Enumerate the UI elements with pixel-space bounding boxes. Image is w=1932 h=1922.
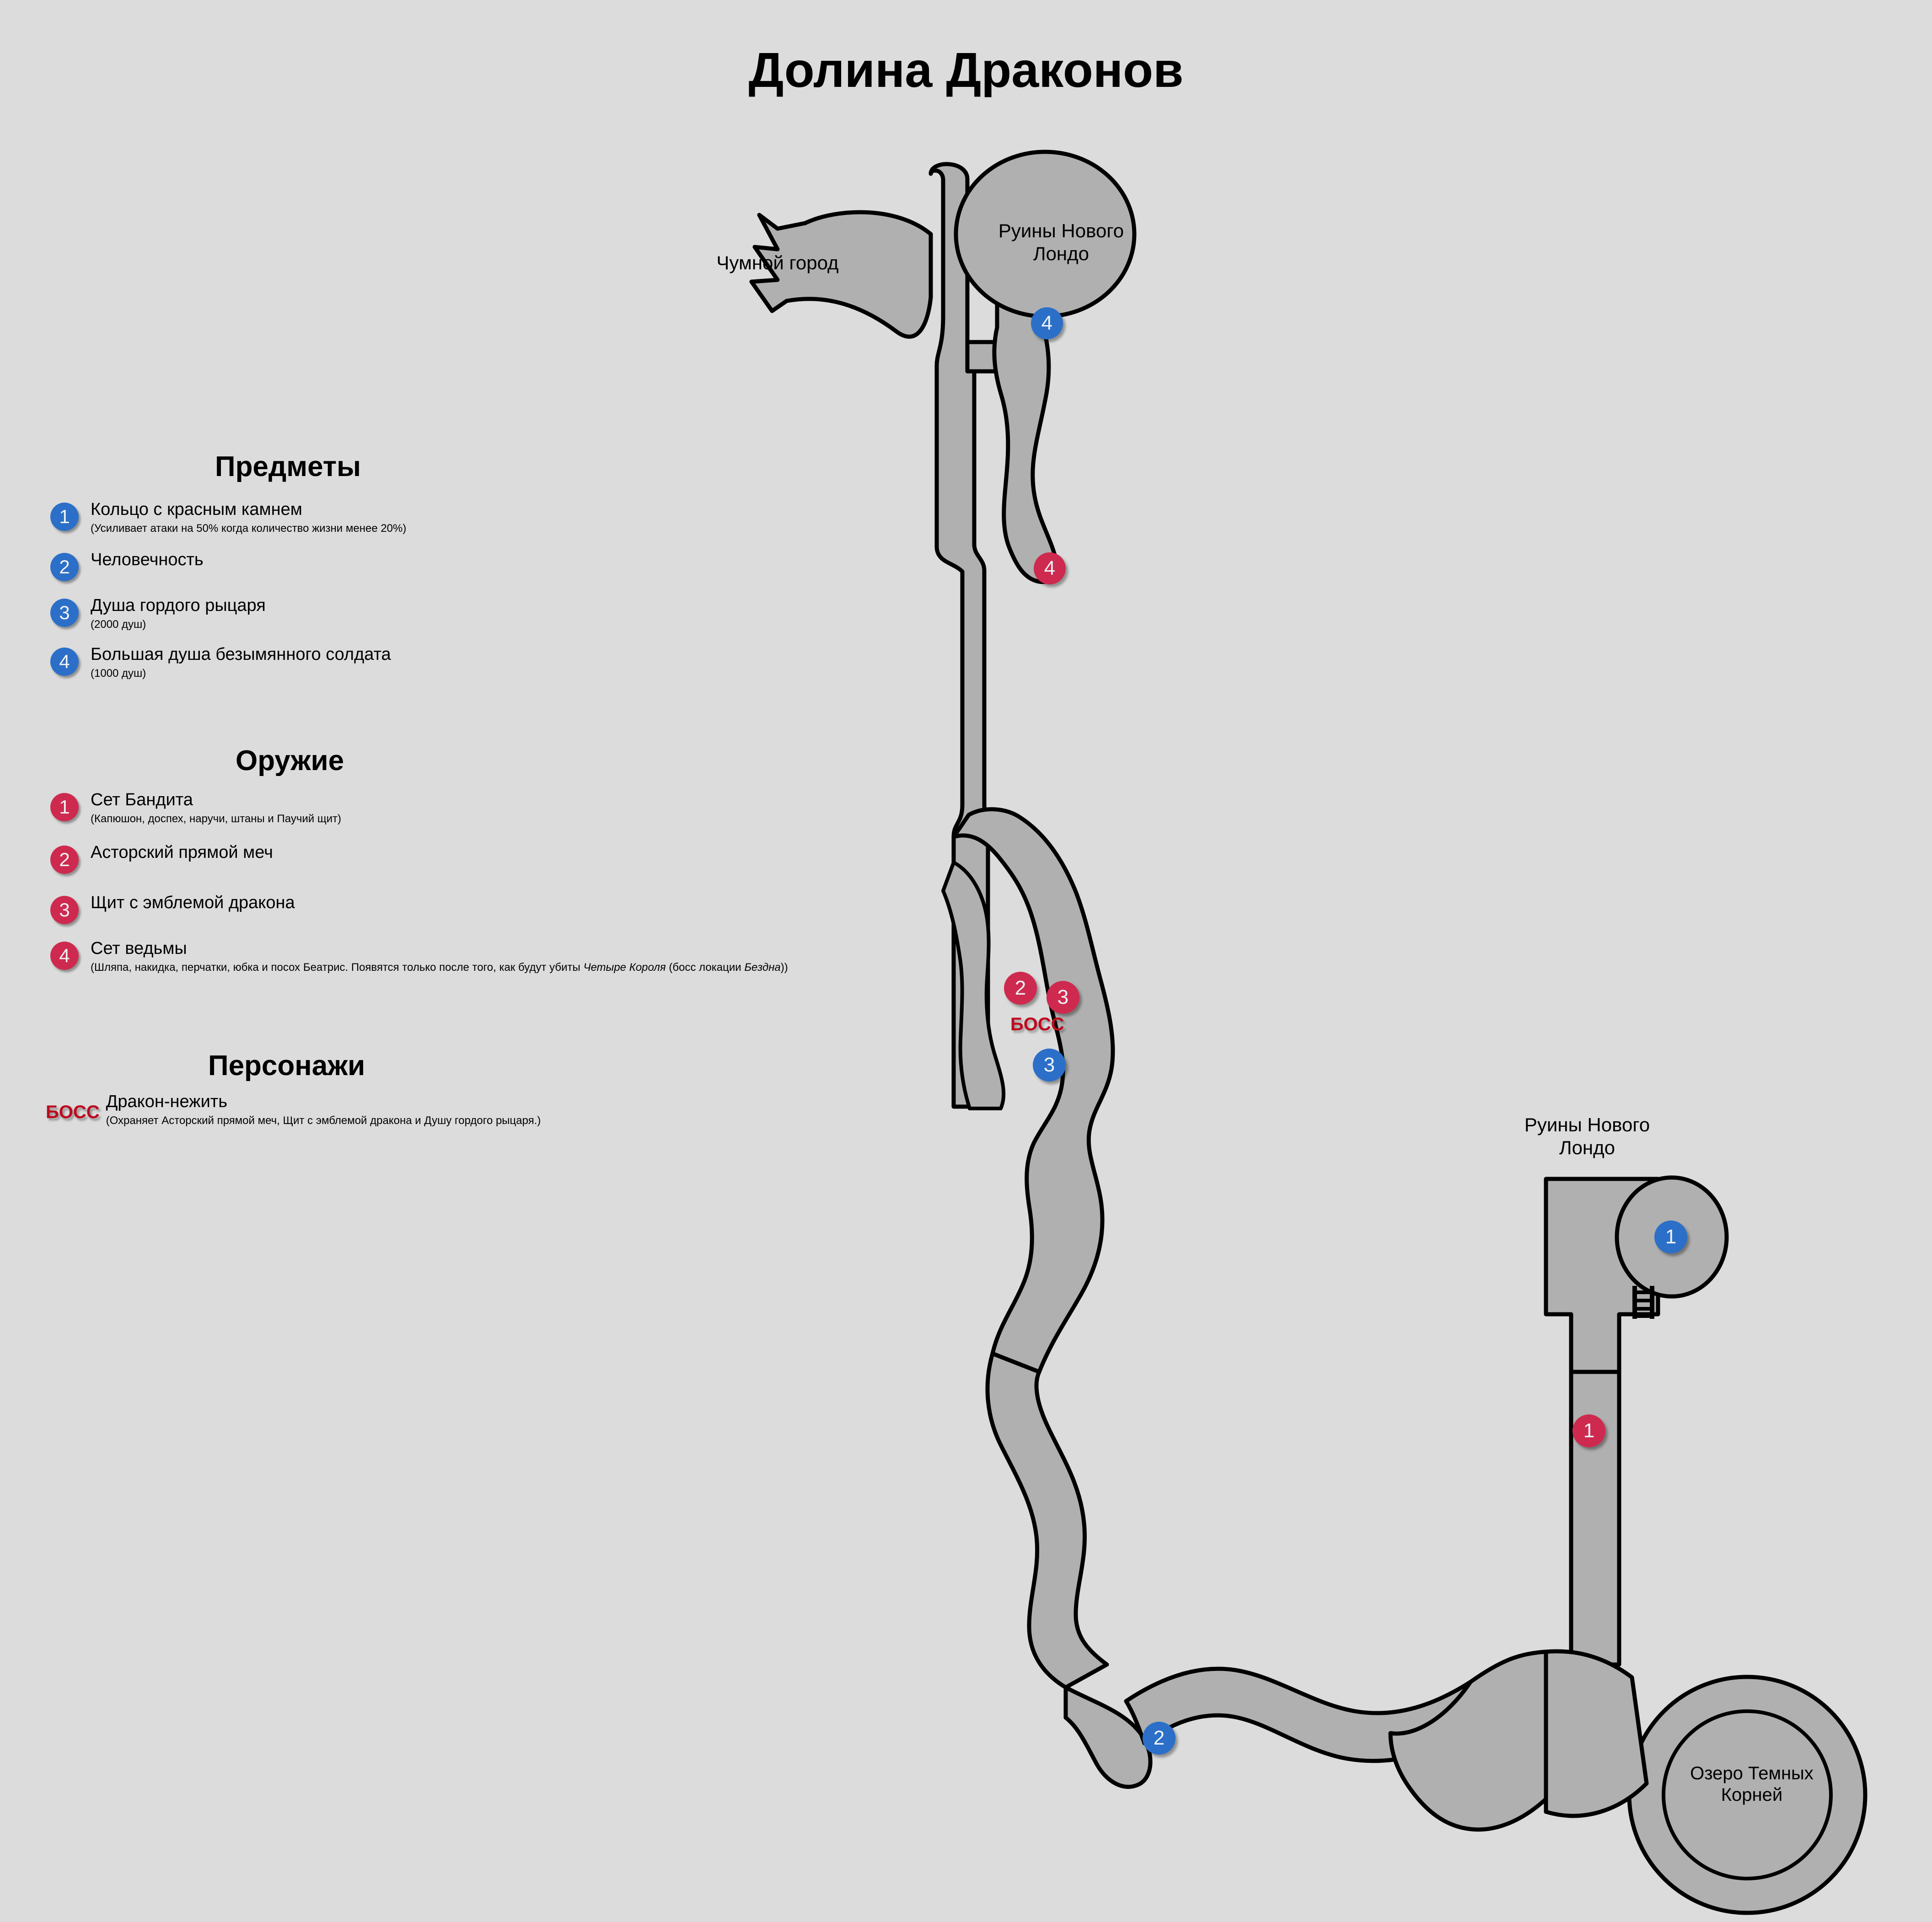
map-marker-weapon-4-witch-set[interactable]: 4 <box>1034 552 1066 584</box>
map-label-new-londo-ruins-top: Руины Нового Лондо <box>998 220 1124 264</box>
map-marker-item-1-red-stone-ring[interactable]: 1 <box>1654 1221 1687 1253</box>
legend-badge-weapon-1: 1 <box>50 793 79 821</box>
legend-weapon-2-name: Асторский прямой меч <box>91 843 273 862</box>
legend-character-1[interactable]: БОСС Дракон-нежить (Охраняет Асторский п… <box>46 1092 541 1127</box>
map-marker-item-3-proud-knight-soul[interactable]: 3 <box>1033 1049 1066 1081</box>
legend-item-2[interactable]: 2 Человечность <box>50 551 204 581</box>
legend-weapon-2[interactable]: 2 Асторский прямой меч <box>50 843 273 874</box>
legend-badge-weapon-2: 2 <box>50 846 79 874</box>
legend-character-1-note: (Охраняет Асторский прямой меч, Щит с эм… <box>106 1114 541 1127</box>
legend-weapon-4-note-pre: (Шляпа, накидка, перчатки, юбка и посох … <box>91 961 584 974</box>
map-label-plague-town: Чумной город <box>716 252 839 273</box>
map-boss-label: БОСС <box>1010 1014 1064 1034</box>
region-boss-arena-notch <box>941 861 1006 1110</box>
legend-weapon-3[interactable]: 3 Щит с эмблемой дракона <box>50 894 295 924</box>
legend-weapon-1-name: Сет Бандита <box>91 790 193 809</box>
legend-badge-item-1: 1 <box>50 503 79 531</box>
legend-item-1[interactable]: 1 Кольцо с красным камнем (Усиливает ата… <box>50 500 407 535</box>
legend-badge-weapon-4: 4 <box>50 942 79 970</box>
legend-item-3-name: Душа гордого рыцаря <box>91 596 266 615</box>
legend-weapon-3-name: Щит с эмблемой дракона <box>91 893 295 912</box>
legend-weapon-4-note-em2: Бездна <box>744 961 781 974</box>
legend-weapon-4-name: Сет ведьмы <box>91 939 187 958</box>
legend-badge-item-3: 3 <box>50 599 79 627</box>
legend-boss-tag: БОСС <box>46 1102 100 1122</box>
map-marker-weapon-3-dragon-crest-shield[interactable]: 3 <box>1046 981 1079 1014</box>
region-south-corridor <box>985 1351 1109 1690</box>
legend-item-3[interactable]: 3 Душа гордого рыцаря (2000 душ) <box>50 596 266 631</box>
legend-item-2-name: Человечность <box>91 550 204 569</box>
map-marker-item-2-humanity[interactable]: 2 <box>1143 1722 1175 1755</box>
legend-badge-item-2: 2 <box>50 553 79 581</box>
legend-weapon-4-note-em1: Четыре Короля <box>583 961 666 974</box>
legend-heading-weapons: Оружие <box>236 745 344 776</box>
map-label-dark-root-lake: Озеро Темных Корней <box>1690 1763 1814 1805</box>
legend-item-1-note: (Усиливает атаки на 50% когда количество… <box>91 522 407 535</box>
map-marker-weapon-2-astora-sword[interactable]: 2 <box>1004 972 1037 1005</box>
legend-item-4[interactable]: 4 Большая душа безымянного солдата (1000… <box>50 645 391 680</box>
region-south-pouch <box>1063 1685 1153 1789</box>
legend-badge-weapon-3: 3 <box>50 896 79 924</box>
dark-root-lake-inner-ring <box>1662 1709 1833 1880</box>
ladder-icon <box>1632 1286 1654 1319</box>
map-label-new-londo-ruins-lower: Руины Нового Лондо <box>1524 1114 1650 1158</box>
legend-weapon-4-note: (Шляпа, накидка, перчатки, юбка и посох … <box>91 961 788 974</box>
legend-item-3-note: (2000 душ) <box>91 618 146 631</box>
legend-weapon-4[interactable]: 4 Сет ведьмы (Шляпа, накидка, перчатки, … <box>50 939 788 974</box>
legend-heading-items: Предметы <box>215 451 361 482</box>
map-marker-item-4-new-londo[interactable]: 4 <box>1031 307 1063 339</box>
region-plague-town <box>749 210 933 339</box>
legend-item-4-note: (1000 душ) <box>91 667 146 680</box>
legend-weapon-4-note-mid: (босс локации <box>665 961 745 974</box>
legend-item-4-name: Большая душа безымянного солдата <box>91 645 391 664</box>
legend-badge-item-4: 4 <box>50 648 79 676</box>
legend-weapon-1[interactable]: 1 Сет Бандита (Капюшон, доспех, наручи, … <box>50 791 341 825</box>
legend-weapon-4-note-post: )) <box>780 961 788 974</box>
page-title: Долина Драконов <box>748 42 1184 97</box>
legend-item-1-name: Кольцо с красным камнем <box>91 500 302 519</box>
legend-character-1-name: Дракон-нежить <box>106 1092 228 1111</box>
legend-heading-characters: Персонажи <box>208 1050 365 1081</box>
legend-weapon-1-note: (Капюшон, доспех, наручи, штаны и Паучий… <box>91 812 341 825</box>
region-lower-basin <box>1388 1649 1548 1832</box>
map-marker-weapon-1-bandit-set[interactable]: 1 <box>1572 1414 1605 1447</box>
region-basin-lake-link <box>1544 1649 1649 1818</box>
